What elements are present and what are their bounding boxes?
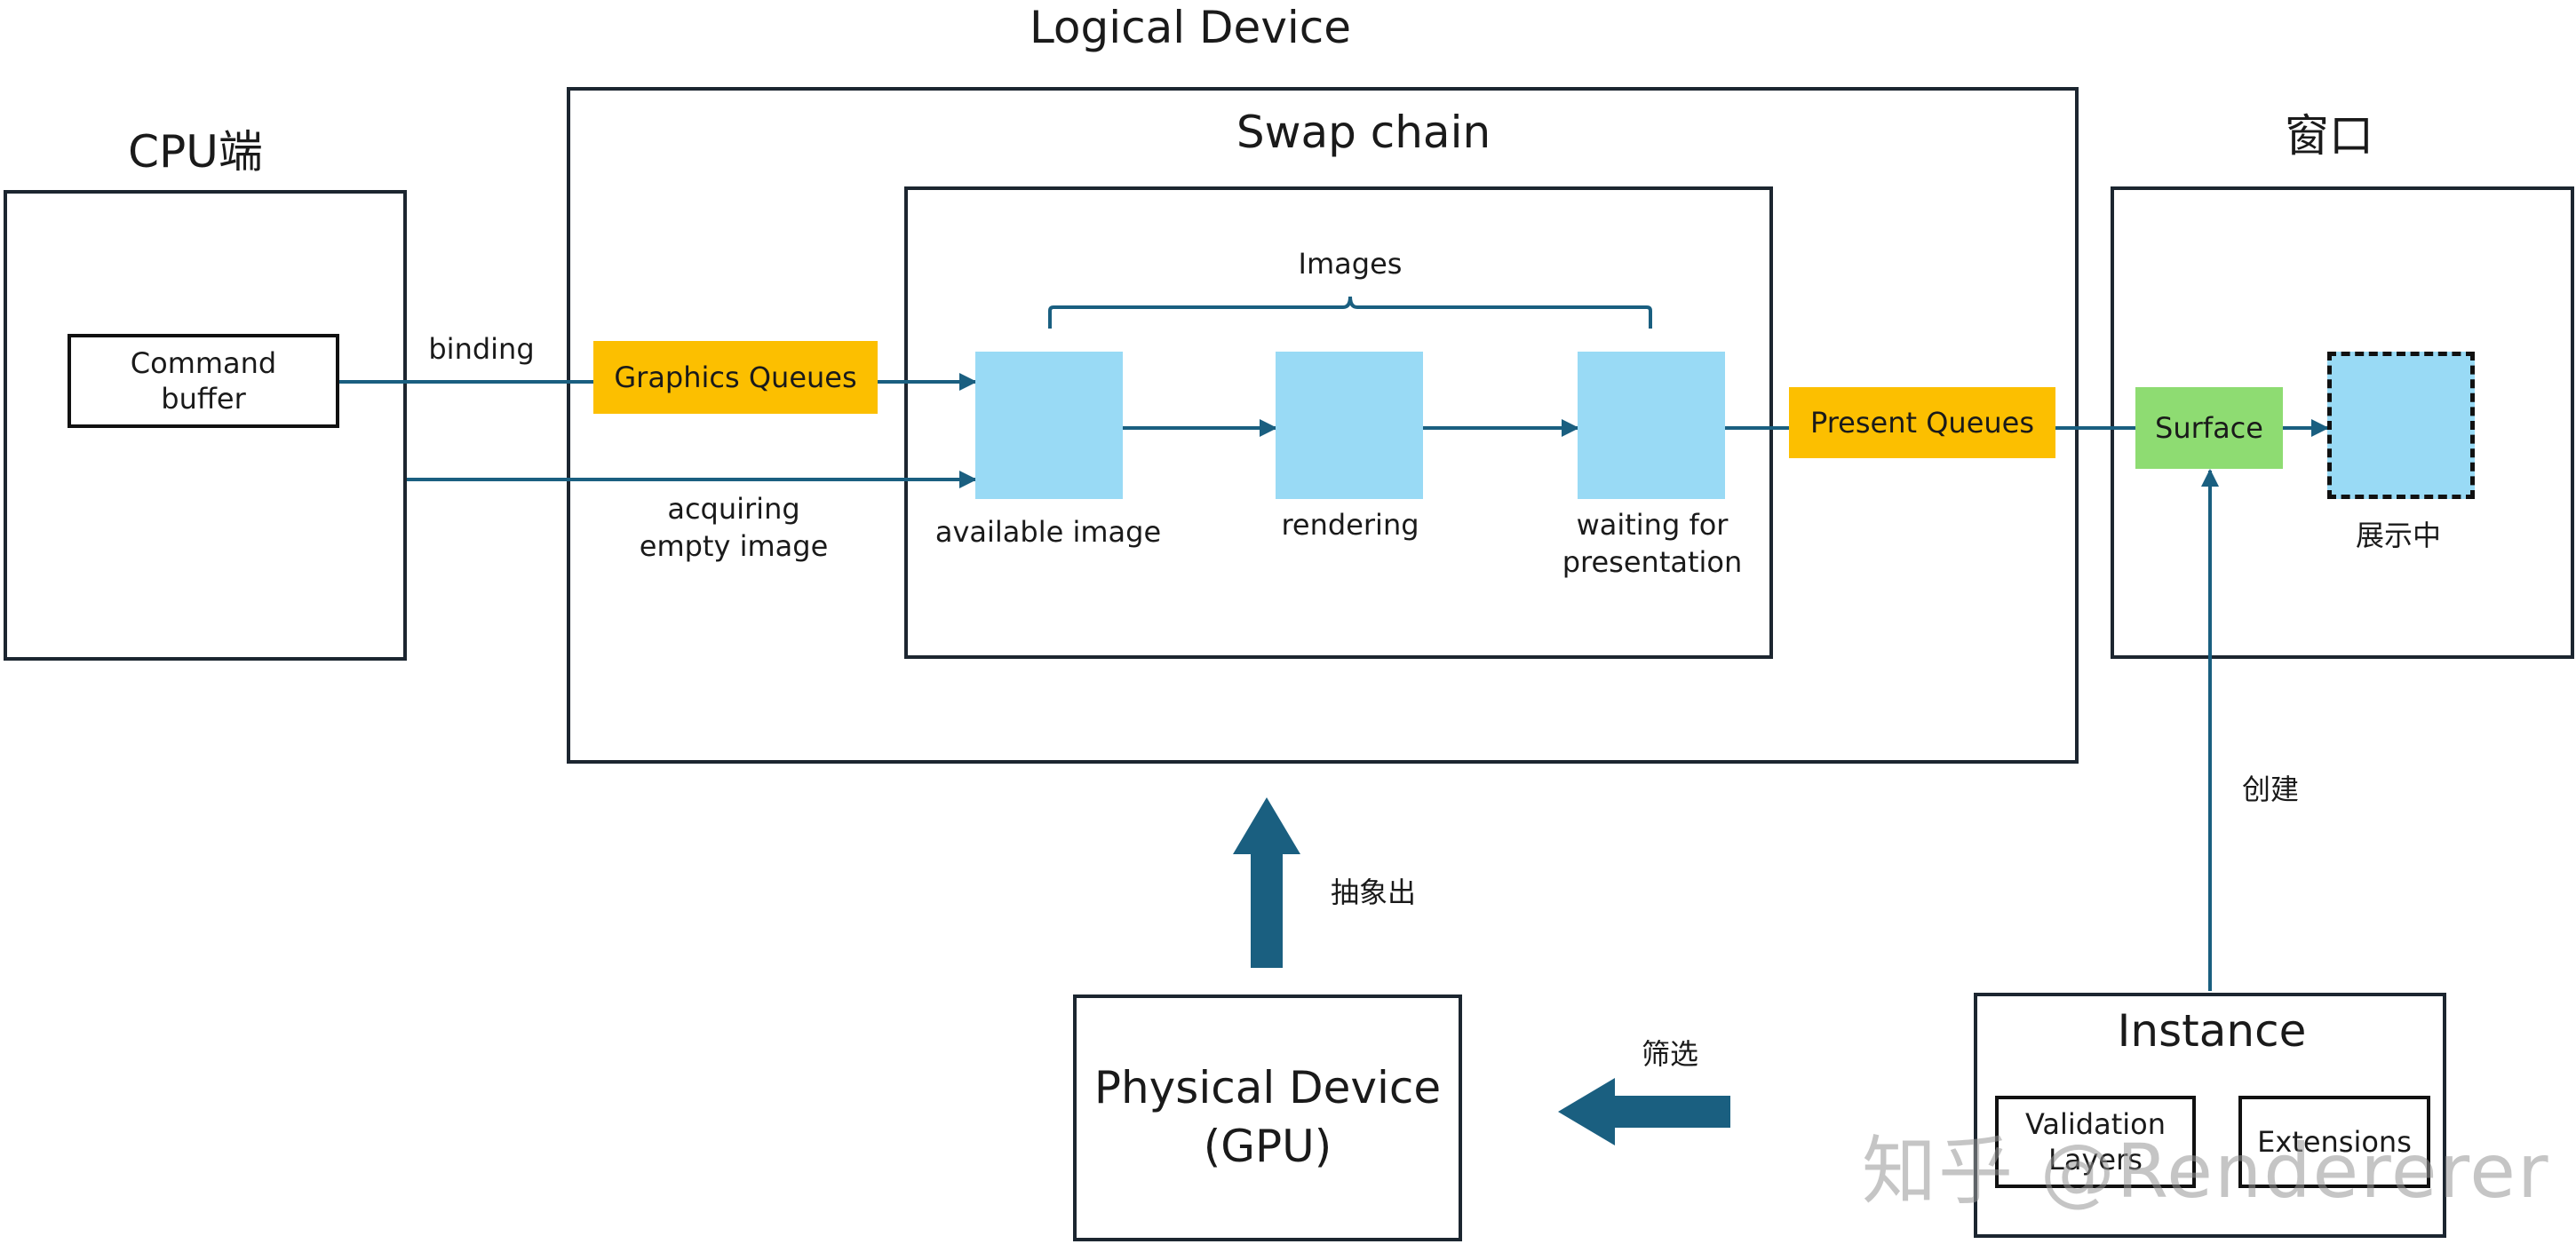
command-buffer-label: Command buffer [130,346,277,416]
abstract-label: 抽象出 [1330,876,1416,909]
filter-arrow [1558,1078,1730,1145]
showing-image [2327,352,2475,499]
rendering-image [1276,352,1423,499]
rendering-label: rendering [1281,508,1419,542]
instance-title: Instance [2117,1005,2307,1057]
logical-device-title: Logical Device [1029,2,1352,53]
present-queues-label: Present Queues [1809,406,2035,440]
extensions-label: Extensions [2257,1125,2412,1159]
available-image [975,352,1123,499]
filter-label: 筛选 [1641,1037,1698,1071]
extensions-box: Extensions [2238,1096,2430,1188]
watermark: 知乎 @Rendererer [1862,1128,2550,1215]
binding-label: binding [428,332,535,366]
waiting-image [1578,352,1725,499]
images-label: Images [1298,247,1403,281]
waiting-label: waiting for presentation [1562,508,1743,579]
acquiring-label: acquiring empty image [639,492,829,563]
images-brace [1048,296,1652,329]
physical-device-box [1073,995,1462,1241]
physical-device-label: Physical Device (GPU) [1093,1062,1442,1172]
swap-chain-title: Swap chain [1236,107,1491,158]
available-image-label: available image [934,515,1162,549]
showing-label: 展示中 [2355,519,2441,552]
present-queues: Present Queues [1789,387,2055,458]
cpu-title: CPU端 [128,126,263,178]
window-title: 窗口 [2285,110,2373,162]
surface: Surface [2135,387,2283,469]
graphics-queues-label: Graphics Queues [614,361,857,394]
command-buffer-box: Command buffer [68,334,339,428]
surface-label: Surface [2155,411,2263,445]
graphics-queues: Graphics Queues [593,341,878,414]
validation-layers-label: Validation Layers [2024,1107,2166,1177]
validation-layers-box: Validation Layers [1995,1096,2196,1188]
abstract-arrow [1233,797,1300,968]
create-label: 创建 [2241,773,2299,806]
